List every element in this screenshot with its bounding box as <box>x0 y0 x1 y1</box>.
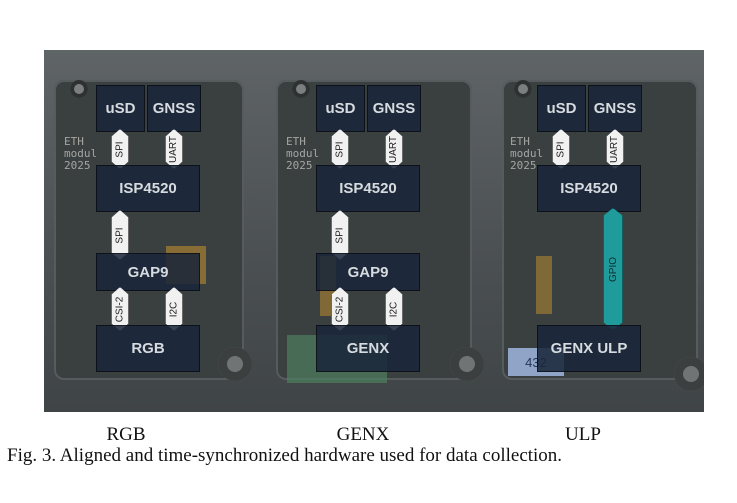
gnss-block: GNSS <box>367 85 421 132</box>
figure-caption: Fig. 3. Aligned and time-synchronized ha… <box>7 445 563 466</box>
silkscreen-text: ETH modul 2025 <box>64 135 98 172</box>
rgb-sensor-block: RGB <box>96 325 200 372</box>
hex-nut <box>674 357 704 391</box>
hex-nut <box>450 347 484 381</box>
silkscreen-text: ETH modul 2025 <box>286 135 320 172</box>
usd-block: uSD <box>316 85 365 132</box>
spi-connector: SPI <box>552 129 570 169</box>
uart-connector: UART <box>165 129 183 169</box>
gap9-block: GAP9 <box>316 253 420 291</box>
genx-ulp-block: GENX ULP <box>537 325 641 372</box>
silkscreen-text: ETH modul 2025 <box>510 135 544 172</box>
column-label-ulp: ULP <box>565 424 601 445</box>
mount-hole <box>514 80 532 98</box>
spi-connector: SPI <box>111 129 129 169</box>
column-label-genx: GENX <box>336 424 390 445</box>
isp4520-block: ISP4520 <box>96 165 200 212</box>
uart-connector: UART <box>385 129 403 169</box>
orange-highlight <box>536 256 552 314</box>
gap9-block: GAP9 <box>96 253 200 291</box>
usd-block: uSD <box>537 85 586 132</box>
gpio-connector: GPIO <box>603 208 623 330</box>
spi-connector: SPI <box>331 129 349 169</box>
mount-hole <box>70 80 88 98</box>
usd-block: uSD <box>96 85 145 132</box>
isp4520-block: ISP4520 <box>537 165 641 212</box>
column-label-rgb: RGB <box>106 424 146 445</box>
uart-connector: UART <box>606 129 624 169</box>
gnss-block: GNSS <box>588 85 642 132</box>
mount-hole <box>292 80 310 98</box>
genx-sensor-block: GENX <box>316 325 420 372</box>
gnss-block: GNSS <box>147 85 201 132</box>
hex-nut <box>218 347 252 381</box>
isp4520-block: ISP4520 <box>316 165 420 212</box>
